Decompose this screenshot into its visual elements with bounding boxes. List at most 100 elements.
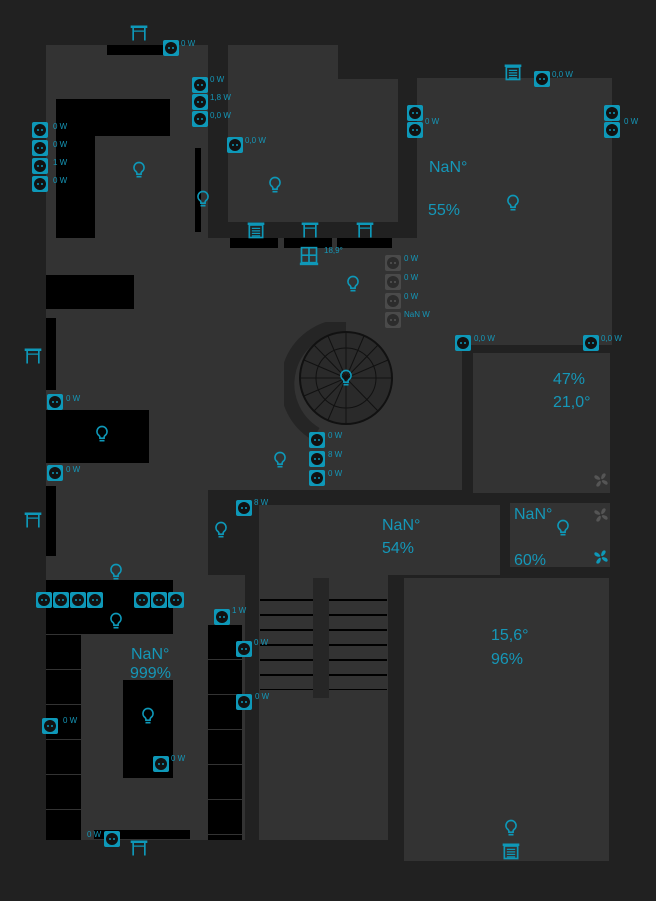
- table-icon[interactable]: [129, 23, 149, 43]
- power-socket[interactable]: [227, 137, 243, 153]
- furniture: [230, 238, 278, 248]
- socket-power-reading: 0 W: [328, 469, 343, 478]
- shutter-icon[interactable]: [501, 841, 521, 861]
- power-socket[interactable]: [70, 592, 86, 608]
- room-humidity: 999%: [130, 665, 171, 682]
- room-top-right: [417, 78, 612, 345]
- power-socket[interactable]: [534, 71, 550, 87]
- room-temperature: NaN°: [131, 646, 170, 663]
- room-small: [510, 503, 610, 567]
- fan-icon[interactable]: [591, 547, 611, 567]
- fan-icon[interactable]: [591, 470, 611, 490]
- power-socket[interactable]: [47, 465, 63, 481]
- power-socket[interactable]: [407, 105, 423, 121]
- socket-power-reading: 8 W: [254, 498, 269, 507]
- power-socket[interactable]: [192, 77, 208, 93]
- room-temperature: 15,6°: [491, 627, 529, 644]
- power-socket[interactable]: [134, 592, 150, 608]
- socket-power-reading: 0 W: [328, 431, 343, 440]
- power-socket[interactable]: [153, 756, 169, 772]
- power-socket-offline[interactable]: [385, 293, 401, 309]
- power-socket[interactable]: [87, 592, 103, 608]
- socket-power-reading: 0,0 W: [210, 111, 231, 120]
- table-icon[interactable]: [300, 220, 320, 240]
- power-socket[interactable]: [309, 432, 325, 448]
- light-bulb-icon[interactable]: [138, 706, 158, 726]
- room-lower-hall: [259, 505, 500, 575]
- power-socket[interactable]: [32, 140, 48, 156]
- shutter-icon[interactable]: [246, 220, 266, 240]
- socket-power-reading: 0,0 W: [474, 334, 495, 343]
- power-socket[interactable]: [236, 694, 252, 710]
- light-bulb-icon[interactable]: [106, 562, 126, 582]
- socket-power-reading: 0 W: [255, 692, 270, 701]
- light-bulb-icon[interactable]: [336, 368, 356, 388]
- room-right-middle: [473, 353, 610, 493]
- power-socket[interactable]: [214, 609, 230, 625]
- power-socket[interactable]: [168, 592, 184, 608]
- power-socket[interactable]: [236, 641, 252, 657]
- spiral-staircase: [284, 322, 393, 441]
- power-socket[interactable]: [32, 176, 48, 192]
- light-bulb-icon[interactable]: [270, 450, 290, 470]
- power-socket[interactable]: [36, 592, 52, 608]
- light-bulb-icon[interactable]: [92, 424, 112, 444]
- power-socket[interactable]: [53, 592, 69, 608]
- socket-power-reading: 0 W: [624, 117, 639, 126]
- power-socket[interactable]: [32, 158, 48, 174]
- socket-power-reading: 0 W: [254, 638, 269, 647]
- shutter-icon[interactable]: [503, 62, 523, 82]
- power-socket[interactable]: [236, 500, 252, 516]
- socket-power-reading: NaN W: [404, 310, 430, 319]
- room-top-right-b: [405, 238, 417, 345]
- power-socket[interactable]: [407, 122, 423, 138]
- power-socket[interactable]: [309, 470, 325, 486]
- light-bulb-icon[interactable]: [265, 175, 285, 195]
- light-bulb-icon[interactable]: [501, 818, 521, 838]
- socket-power-reading: 0 W: [63, 716, 78, 725]
- table-icon[interactable]: [129, 838, 149, 858]
- socket-power-reading: 0 W: [210, 75, 225, 84]
- light-bulb-icon[interactable]: [553, 518, 573, 538]
- light-bulb-icon[interactable]: [211, 520, 231, 540]
- light-bulb-icon[interactable]: [129, 160, 149, 180]
- window-icon[interactable]: [299, 246, 319, 266]
- power-socket[interactable]: [104, 831, 120, 847]
- power-socket[interactable]: [604, 122, 620, 138]
- light-bulb-icon[interactable]: [503, 193, 523, 213]
- power-socket[interactable]: [151, 592, 167, 608]
- window-temperature: 18,9°: [324, 246, 343, 255]
- room-temperature: NaN°: [382, 517, 421, 534]
- power-socket[interactable]: [192, 94, 208, 110]
- power-socket[interactable]: [583, 335, 599, 351]
- furniture: [46, 318, 56, 390]
- power-socket[interactable]: [455, 335, 471, 351]
- socket-power-reading: 0 W: [425, 117, 440, 126]
- furniture: [195, 148, 201, 232]
- room-temperature: NaN°: [514, 506, 553, 523]
- light-bulb-icon[interactable]: [106, 611, 126, 631]
- power-socket[interactable]: [32, 122, 48, 138]
- power-socket[interactable]: [163, 40, 179, 56]
- table-icon[interactable]: [23, 510, 43, 530]
- power-socket-offline[interactable]: [385, 274, 401, 290]
- table-icon[interactable]: [23, 346, 43, 366]
- power-socket-offline[interactable]: [385, 255, 401, 271]
- power-socket-offline[interactable]: [385, 312, 401, 328]
- power-socket[interactable]: [309, 451, 325, 467]
- socket-power-reading: 0 W: [404, 292, 419, 301]
- power-socket[interactable]: [47, 394, 63, 410]
- room-bottom-right: [404, 578, 609, 861]
- socket-power-reading: 0,0 W: [552, 70, 573, 79]
- power-socket[interactable]: [42, 718, 58, 734]
- power-socket[interactable]: [192, 111, 208, 127]
- light-bulb-icon[interactable]: [193, 189, 213, 209]
- room-humidity: 54%: [382, 540, 415, 557]
- furniture: [284, 238, 332, 248]
- fan-icon[interactable]: [591, 505, 611, 525]
- furniture: [56, 99, 95, 238]
- light-bulb-icon[interactable]: [343, 274, 363, 294]
- power-socket[interactable]: [604, 105, 620, 121]
- table-icon[interactable]: [355, 220, 375, 240]
- room-humidity: 96%: [491, 651, 524, 668]
